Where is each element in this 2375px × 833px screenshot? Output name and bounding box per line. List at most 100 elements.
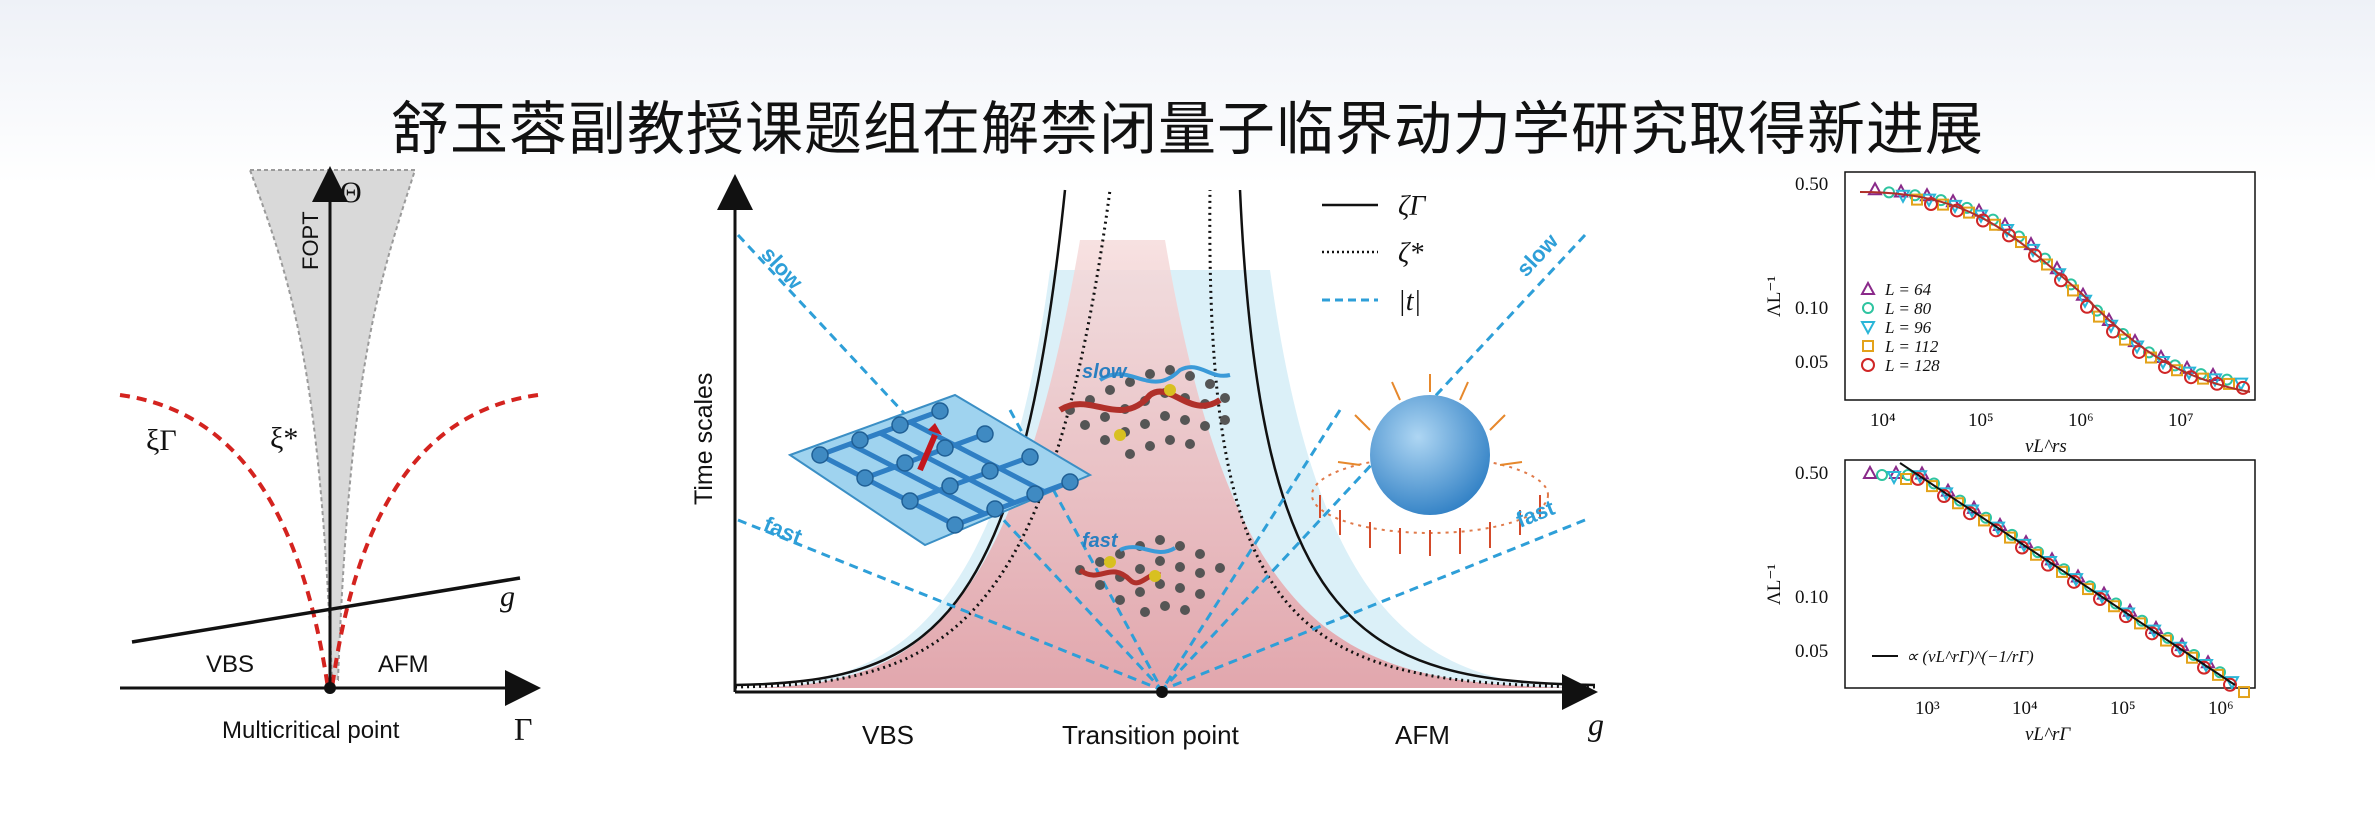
data-marker (1895, 189, 1911, 204)
fast-dynamics-illustration (1075, 535, 1225, 617)
slow-dynamics-illustration (1058, 365, 1231, 459)
data-marker (2028, 248, 2042, 263)
page-title: 舒玉蓉副教授课题组在解禁闭量子临界动力学研究取得新进展 (390, 95, 1984, 163)
data-marker (2108, 600, 2120, 613)
x-tick-2: 10⁴ (2012, 698, 2038, 719)
data-marker (1928, 477, 1940, 490)
data-marker (1900, 473, 1912, 485)
legend-marker (1860, 280, 1876, 295)
x-label: vL^rs (2025, 436, 2067, 457)
transition-point (1156, 686, 1168, 698)
plot-frame (1844, 171, 2256, 401)
g-line (131, 576, 521, 644)
data-marker (1876, 469, 1888, 481)
legend-zeta-star: ζ* (1398, 238, 1423, 269)
fast-label-right: fast (1513, 495, 1559, 533)
y-label: ΛL⁻¹ (1764, 564, 1785, 605)
data-marker (2236, 380, 2250, 395)
fopt-label: FOPT (298, 211, 323, 270)
zeta-gamma-curve (734, 189, 1067, 687)
x-tick-1: 10⁴ (1870, 410, 1896, 431)
data-marker (1867, 181, 1883, 196)
y-tick-010: 0.10 (1795, 298, 1828, 319)
fit-line (1899, 462, 2236, 686)
data-marker (2002, 228, 2016, 243)
legend-marker (1862, 340, 1874, 352)
fit-curve (1859, 191, 2251, 393)
gamma-label: Γ (514, 711, 533, 747)
data-marker (2210, 376, 2224, 391)
y-tick-005: 0.05 (1795, 641, 1828, 662)
x-label: vL^rΓ (2025, 724, 2071, 745)
fast-inset-label: fast (1082, 530, 1119, 552)
y-label: ΛL⁻¹ (1764, 276, 1785, 317)
data-marker (2023, 236, 2039, 251)
legend-l112: L = 112 (1884, 337, 1939, 356)
scaling-plot-bottom: 0.50 0.10 0.05 10³ 10⁴ 10⁵ 10⁶ ΛL⁻¹ vL^r… (1764, 459, 2256, 745)
data-marker (2238, 686, 2250, 699)
vbs-label: VBS (862, 720, 914, 750)
xi-gamma-curve-right (330, 393, 539, 689)
data-marker (2186, 651, 2198, 664)
data-marker (1963, 206, 1975, 219)
x-tick-1: 10³ (1915, 698, 1940, 719)
legend-t: |t| (1398, 286, 1421, 317)
data-marker (2030, 548, 2042, 561)
data-marker (1926, 480, 1938, 493)
data-marker (2101, 311, 2117, 326)
data-marker (1976, 213, 1990, 228)
data-marker (1952, 497, 1964, 510)
data-marker (2223, 377, 2235, 390)
vbs-lattice-illustration (787, 393, 1093, 547)
data-marker (2041, 258, 2053, 271)
data-marker (1989, 218, 2001, 231)
phase-diagram-left: Θ FOPT ξΓ ξ* g VBS AFM Multicritical poi… (119, 166, 541, 747)
xi-gamma-label: ξΓ (146, 424, 177, 457)
data-marker (2197, 372, 2209, 385)
data-marker (2080, 299, 2094, 314)
transition-label: Transition point (1062, 720, 1240, 750)
legend-l80: L = 80 (1884, 299, 1932, 318)
x-axis-label: g (1588, 706, 1604, 742)
y-axis-label: Time scales (690, 373, 718, 505)
pink-region (750, 240, 1580, 688)
data-marker (2004, 531, 2016, 544)
data-marker (1862, 464, 1878, 479)
slow-inset-label: slow (1082, 361, 1128, 383)
y-tick-005: 0.05 (1795, 352, 1828, 373)
plot-frame (1844, 459, 2256, 689)
legend-l128: L = 128 (1884, 356, 1940, 375)
y-tick-010: 0.10 (1795, 587, 1828, 608)
data-marker (1924, 197, 1938, 212)
data-marker (2160, 634, 2172, 647)
xi-gamma-curve-left (119, 393, 330, 689)
slow-label-right: slow (1511, 228, 1563, 281)
legend-marker (1861, 358, 1875, 372)
x-tick-2: 10⁵ (1968, 410, 1994, 431)
legend-l64: L = 64 (1884, 280, 1932, 299)
data-marker (1950, 203, 1964, 218)
scaling-plot-top: 0.50 0.10 0.05 10⁴ 10⁵ 10⁶ 10⁷ ΛL⁻¹ vL^r… (1764, 171, 2256, 457)
legend: L = 64 L = 80 L = 96 L = 112 L = 128 (1860, 280, 1940, 375)
g-label: g (500, 580, 515, 613)
data-marker (1886, 471, 1902, 486)
legend-marker (1862, 302, 1874, 314)
data-marker (2075, 286, 2091, 301)
zeta-star-curve-right (1208, 189, 1596, 689)
afm-label: AFM (378, 651, 429, 678)
afm-sphere-illustration (1311, 374, 1549, 556)
zeta-gamma-curve-right (1238, 189, 1596, 687)
legend-l96: L = 96 (1884, 318, 1932, 337)
y-tick-050: 0.50 (1795, 174, 1828, 195)
data-marker (1911, 193, 1923, 206)
xi-star-label: ξ* (270, 422, 298, 455)
afm-label: AFM (1395, 720, 1450, 750)
multicritical-label: Multicritical point (222, 717, 400, 744)
data-marker (2082, 583, 2094, 596)
time-scales-diagram: Time scales g VBS Transition point AFM s… (690, 174, 1604, 750)
fit-legend-label: ∝ (vL^rΓ)^(−1/rΓ) (1906, 647, 2034, 666)
zeta-star-curve (734, 189, 1112, 689)
x-tick-3: 10⁵ (2110, 698, 2136, 719)
data-marker (2212, 668, 2224, 681)
multicritical-point (324, 682, 336, 694)
